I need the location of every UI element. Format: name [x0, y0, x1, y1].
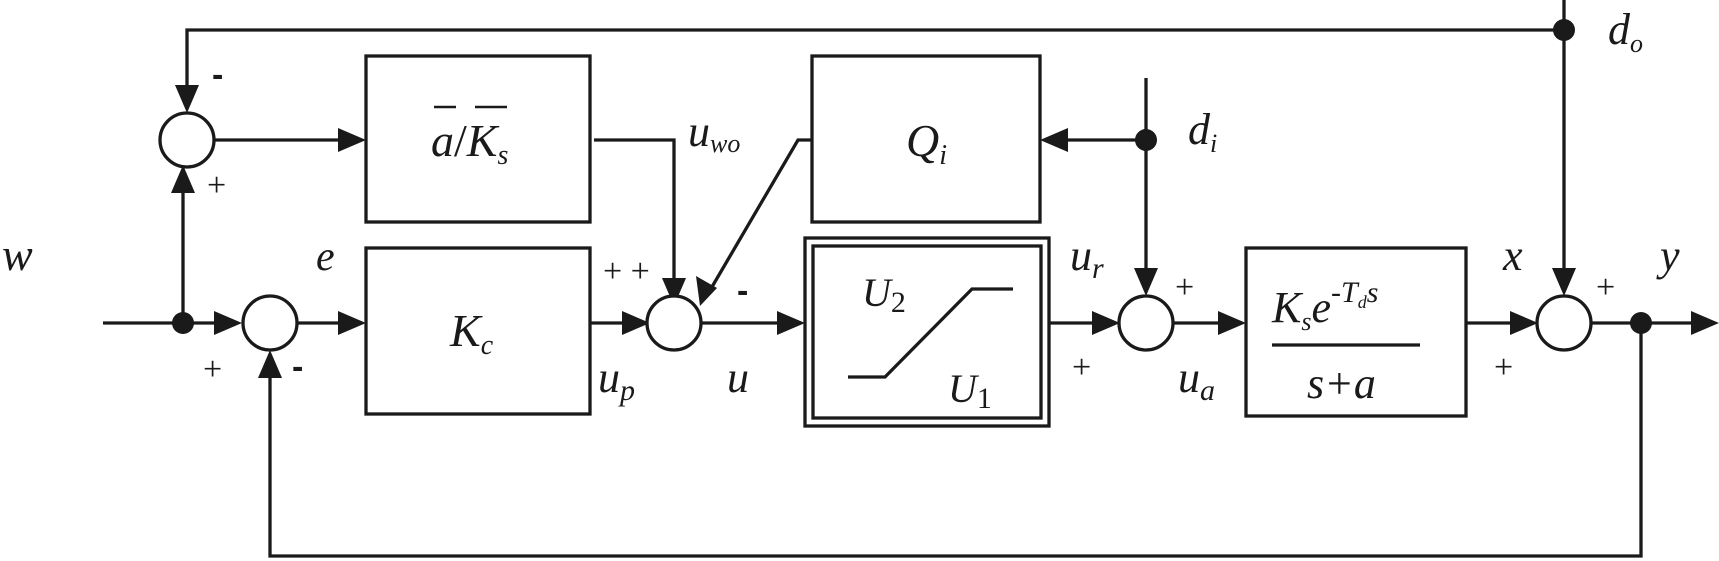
branch-points: [172, 19, 1652, 334]
saturation-block-inner: [811, 244, 1043, 420]
saturation-lower-label: U1: [948, 366, 992, 415]
qi-block: [810, 54, 1042, 224]
signal-w-label: w: [2, 229, 33, 280]
signal-y-label: y: [1656, 231, 1680, 280]
signal-ur-label: ur: [1070, 231, 1104, 285]
arrow-into-u-sum-left: [622, 311, 650, 335]
signal-u-label: u: [727, 353, 749, 402]
blocks: [364, 54, 1468, 428]
u-sum-plus-signs: + +: [603, 253, 650, 290]
e-summing-junction: [241, 294, 299, 352]
arrow-into-e-sum-bottom: [258, 350, 282, 378]
arrow-into-ff-block: [338, 128, 366, 152]
ff-block-label: a/Ks: [431, 115, 508, 171]
feedforward-block: [364, 54, 592, 224]
ff-sum-minus-sign: -: [212, 56, 223, 94]
plant-denominator-label: s+a: [1307, 359, 1376, 408]
arrow-into-kc: [338, 311, 366, 335]
ff-block-to-u-sum: [594, 138, 676, 292]
ua-sum-plus-top-sign: +: [1175, 269, 1194, 306]
signal-do-label: do: [1608, 5, 1643, 58]
e-sum-minus-sign: -: [292, 348, 303, 386]
ff-sum-plus-sign: +: [207, 167, 226, 204]
arrow-into-e-sum: [214, 311, 242, 335]
qi-to-u-sum: [707, 138, 812, 293]
arrow-into-sat: [777, 311, 805, 335]
arrow-into-u-sum-diagonal: [696, 276, 717, 306]
arrow-into-ff-sum-bottom: [171, 165, 195, 193]
do-top-line: [185, 0, 1566, 92]
y-branch-dot: [1630, 312, 1652, 334]
do-branch-dot: [1553, 19, 1575, 41]
plant-block: [1244, 246, 1468, 418]
summing-junctions: [158, 111, 1593, 352]
signal-ua-label: ua: [1178, 353, 1215, 407]
u-summing-junction: [645, 294, 703, 352]
ff-summing-junction: [158, 111, 216, 169]
signal-e-label: e: [316, 234, 335, 280]
feedback-line: [268, 323, 1643, 558]
signal-x-label: x: [1502, 231, 1523, 280]
arrow-into-plant: [1218, 311, 1246, 335]
signal-uwo-label: uwo: [688, 107, 740, 158]
signal-lines: [103, 0, 1692, 558]
arrow-into-ua-sum-left: [1092, 311, 1120, 335]
plant-numerator-label: Kse-Tds: [1271, 276, 1378, 336]
arrow-into-ff-sum-top: [175, 85, 199, 113]
signal-up-label: up: [598, 353, 635, 407]
arrow-into-y-sum-left: [1510, 311, 1538, 335]
arrow-into-ua-sum-top: [1134, 268, 1158, 296]
di-branch-dot: [1135, 129, 1157, 151]
arrow-into-u-sum-top: [662, 278, 686, 306]
ua-sum-plus-bottom-sign: +: [1072, 349, 1091, 386]
kc-block-label: Kc: [449, 305, 494, 361]
qi-block-label: Qi: [906, 115, 947, 171]
w-branch-dot: [172, 312, 194, 334]
u-sum-minus-sign: -: [737, 272, 748, 310]
arrow-output-y: [1691, 311, 1719, 335]
ua-summing-junction: [1117, 294, 1175, 352]
saturation-upper-label: U2: [862, 270, 906, 319]
arrow-into-qi: [1040, 128, 1068, 152]
signal-di-label: di: [1188, 105, 1217, 158]
y-summing-junction: [1535, 294, 1593, 352]
y-sum-plus-top-sign: +: [1596, 269, 1615, 306]
kc-block: [364, 246, 592, 416]
arrow-into-y-sum-top: [1552, 268, 1576, 296]
y-sum-plus-bottom-sign: +: [1494, 349, 1513, 386]
arrowheads: [171, 85, 1719, 378]
saturation-curve: [848, 287, 1013, 379]
e-sum-plus-sign: +: [203, 351, 222, 388]
